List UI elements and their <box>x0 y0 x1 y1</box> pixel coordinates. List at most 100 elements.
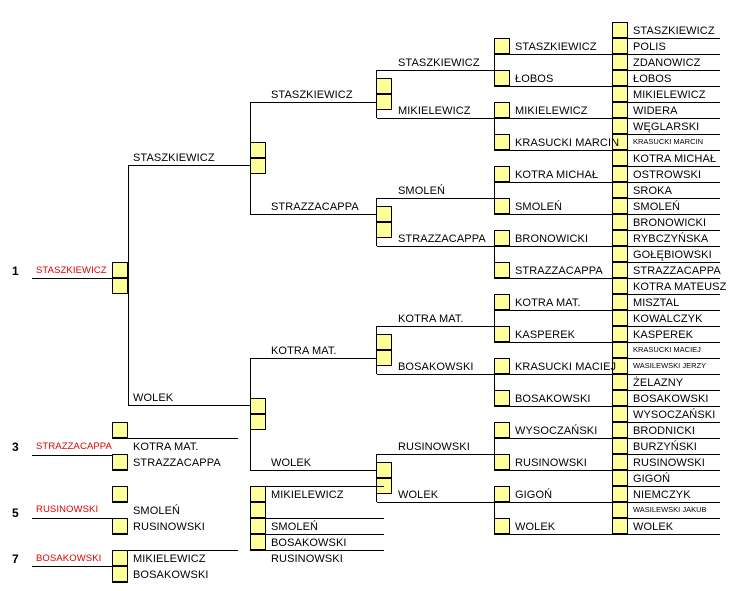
bracket-line <box>612 438 613 470</box>
bracket-line <box>377 198 494 199</box>
score-box <box>494 38 510 54</box>
bracket-line <box>494 246 612 247</box>
score-box <box>494 486 510 502</box>
bracket-line <box>250 102 376 103</box>
score-box <box>612 374 628 390</box>
bracket-line <box>612 534 720 535</box>
r64-player: MIKIELEWICZ <box>633 89 706 101</box>
r64-player: GIGOŃ <box>633 473 671 485</box>
bracket-line <box>494 54 612 55</box>
bracket-line <box>112 534 128 535</box>
r64-player: SMOLEŃ <box>633 201 681 213</box>
bracket-line <box>612 502 720 503</box>
score-box <box>376 222 392 238</box>
bracket-line <box>612 214 720 215</box>
bracket-line <box>112 470 128 471</box>
r64-player: STASZKIEWICZ <box>633 25 715 37</box>
bracket-line <box>494 486 495 534</box>
score-box <box>112 518 128 534</box>
bracket-line <box>494 294 495 342</box>
bracket-line <box>377 374 494 375</box>
placing-player: KOTRA MAT. <box>133 441 199 453</box>
r64-player: ZDANOWICZ <box>633 57 701 69</box>
r32-player: BOSAKOWSKI <box>515 393 591 405</box>
winner-name: STASZKIEWICZ <box>36 265 107 276</box>
score-box <box>376 350 392 366</box>
score-box <box>612 102 628 118</box>
bracket-line <box>494 182 612 183</box>
bracket-line <box>494 102 495 150</box>
r32-player: KRASUCKI MACIEJ <box>515 361 617 373</box>
score-box <box>494 390 510 406</box>
bracket-line <box>128 550 238 551</box>
bracket-line <box>494 118 612 119</box>
r32-player: WOLEK <box>515 521 556 533</box>
score-box <box>112 566 128 582</box>
bracket-line <box>612 438 720 439</box>
bracket-line <box>128 405 250 406</box>
score-box <box>250 518 266 534</box>
bracket-line <box>612 182 613 214</box>
bracket-line <box>377 326 494 327</box>
r64-player: KOTRA MATEUSZ <box>633 281 727 293</box>
sf-player: WOLEK <box>133 392 174 404</box>
r64-player: KRASUCKI MARCIN <box>633 137 704 146</box>
bracket-line <box>612 22 613 54</box>
bracket-line <box>612 150 613 182</box>
r16-player: RUSINOWSKI <box>398 441 470 453</box>
bracket-line <box>612 262 720 263</box>
bracket-line <box>128 165 129 406</box>
score-box <box>494 326 510 342</box>
r32-player: GIGOŃ <box>515 489 553 501</box>
bracket-line <box>494 86 612 87</box>
score-box <box>612 518 628 534</box>
bracket-line <box>32 278 112 279</box>
r64-player: BOSAKOWSKI <box>633 393 709 405</box>
bracket-line <box>612 486 720 487</box>
r32-player: KOTRA MAT. <box>515 297 581 309</box>
qf-player: STRAZZACAPPA <box>271 201 359 213</box>
score-box <box>612 278 628 294</box>
r64-player: WYSOCZAŃSKI <box>633 409 716 421</box>
score-box <box>612 470 628 486</box>
bracket-line <box>128 165 250 166</box>
qf-player: WOLEK <box>271 457 312 469</box>
score-box <box>612 246 628 262</box>
bracket-line <box>494 438 612 439</box>
bracket-line <box>612 198 720 199</box>
bracket-line <box>494 230 495 278</box>
score-box <box>612 214 628 230</box>
placing-player: BOSAKOWSKI <box>271 537 347 549</box>
bracket-line <box>494 150 612 151</box>
score-box <box>612 422 628 438</box>
bracket-line <box>494 38 495 86</box>
score-box <box>250 398 266 414</box>
bracket-line <box>612 358 720 359</box>
score-box <box>494 294 510 310</box>
bracket-line <box>377 246 494 247</box>
score-box <box>612 342 628 358</box>
score-box <box>112 550 128 566</box>
bracket-line <box>612 166 720 167</box>
bracket-line <box>612 134 720 135</box>
bracket-line <box>612 390 720 391</box>
score-box <box>112 422 128 438</box>
bracket-line <box>112 502 128 503</box>
r64-player: POLIS <box>633 41 666 53</box>
bracket-line <box>612 278 720 279</box>
bracket-line <box>266 550 384 551</box>
r16-player: STRAZZACAPPA <box>398 233 486 245</box>
bracket-line <box>612 278 613 310</box>
r16-player: SMOLEŃ <box>398 185 446 197</box>
bracket-line <box>612 214 613 246</box>
bracket-line <box>612 342 613 374</box>
bracket-line <box>612 470 720 471</box>
score-box <box>494 358 510 374</box>
bracket-line <box>612 470 613 502</box>
score-box <box>112 486 128 502</box>
r32-player: KOTRA MICHAŁ <box>515 169 599 181</box>
third-place: STRAZZACAPPA <box>36 441 112 452</box>
bracket-line <box>250 470 376 471</box>
score-box <box>250 142 266 158</box>
